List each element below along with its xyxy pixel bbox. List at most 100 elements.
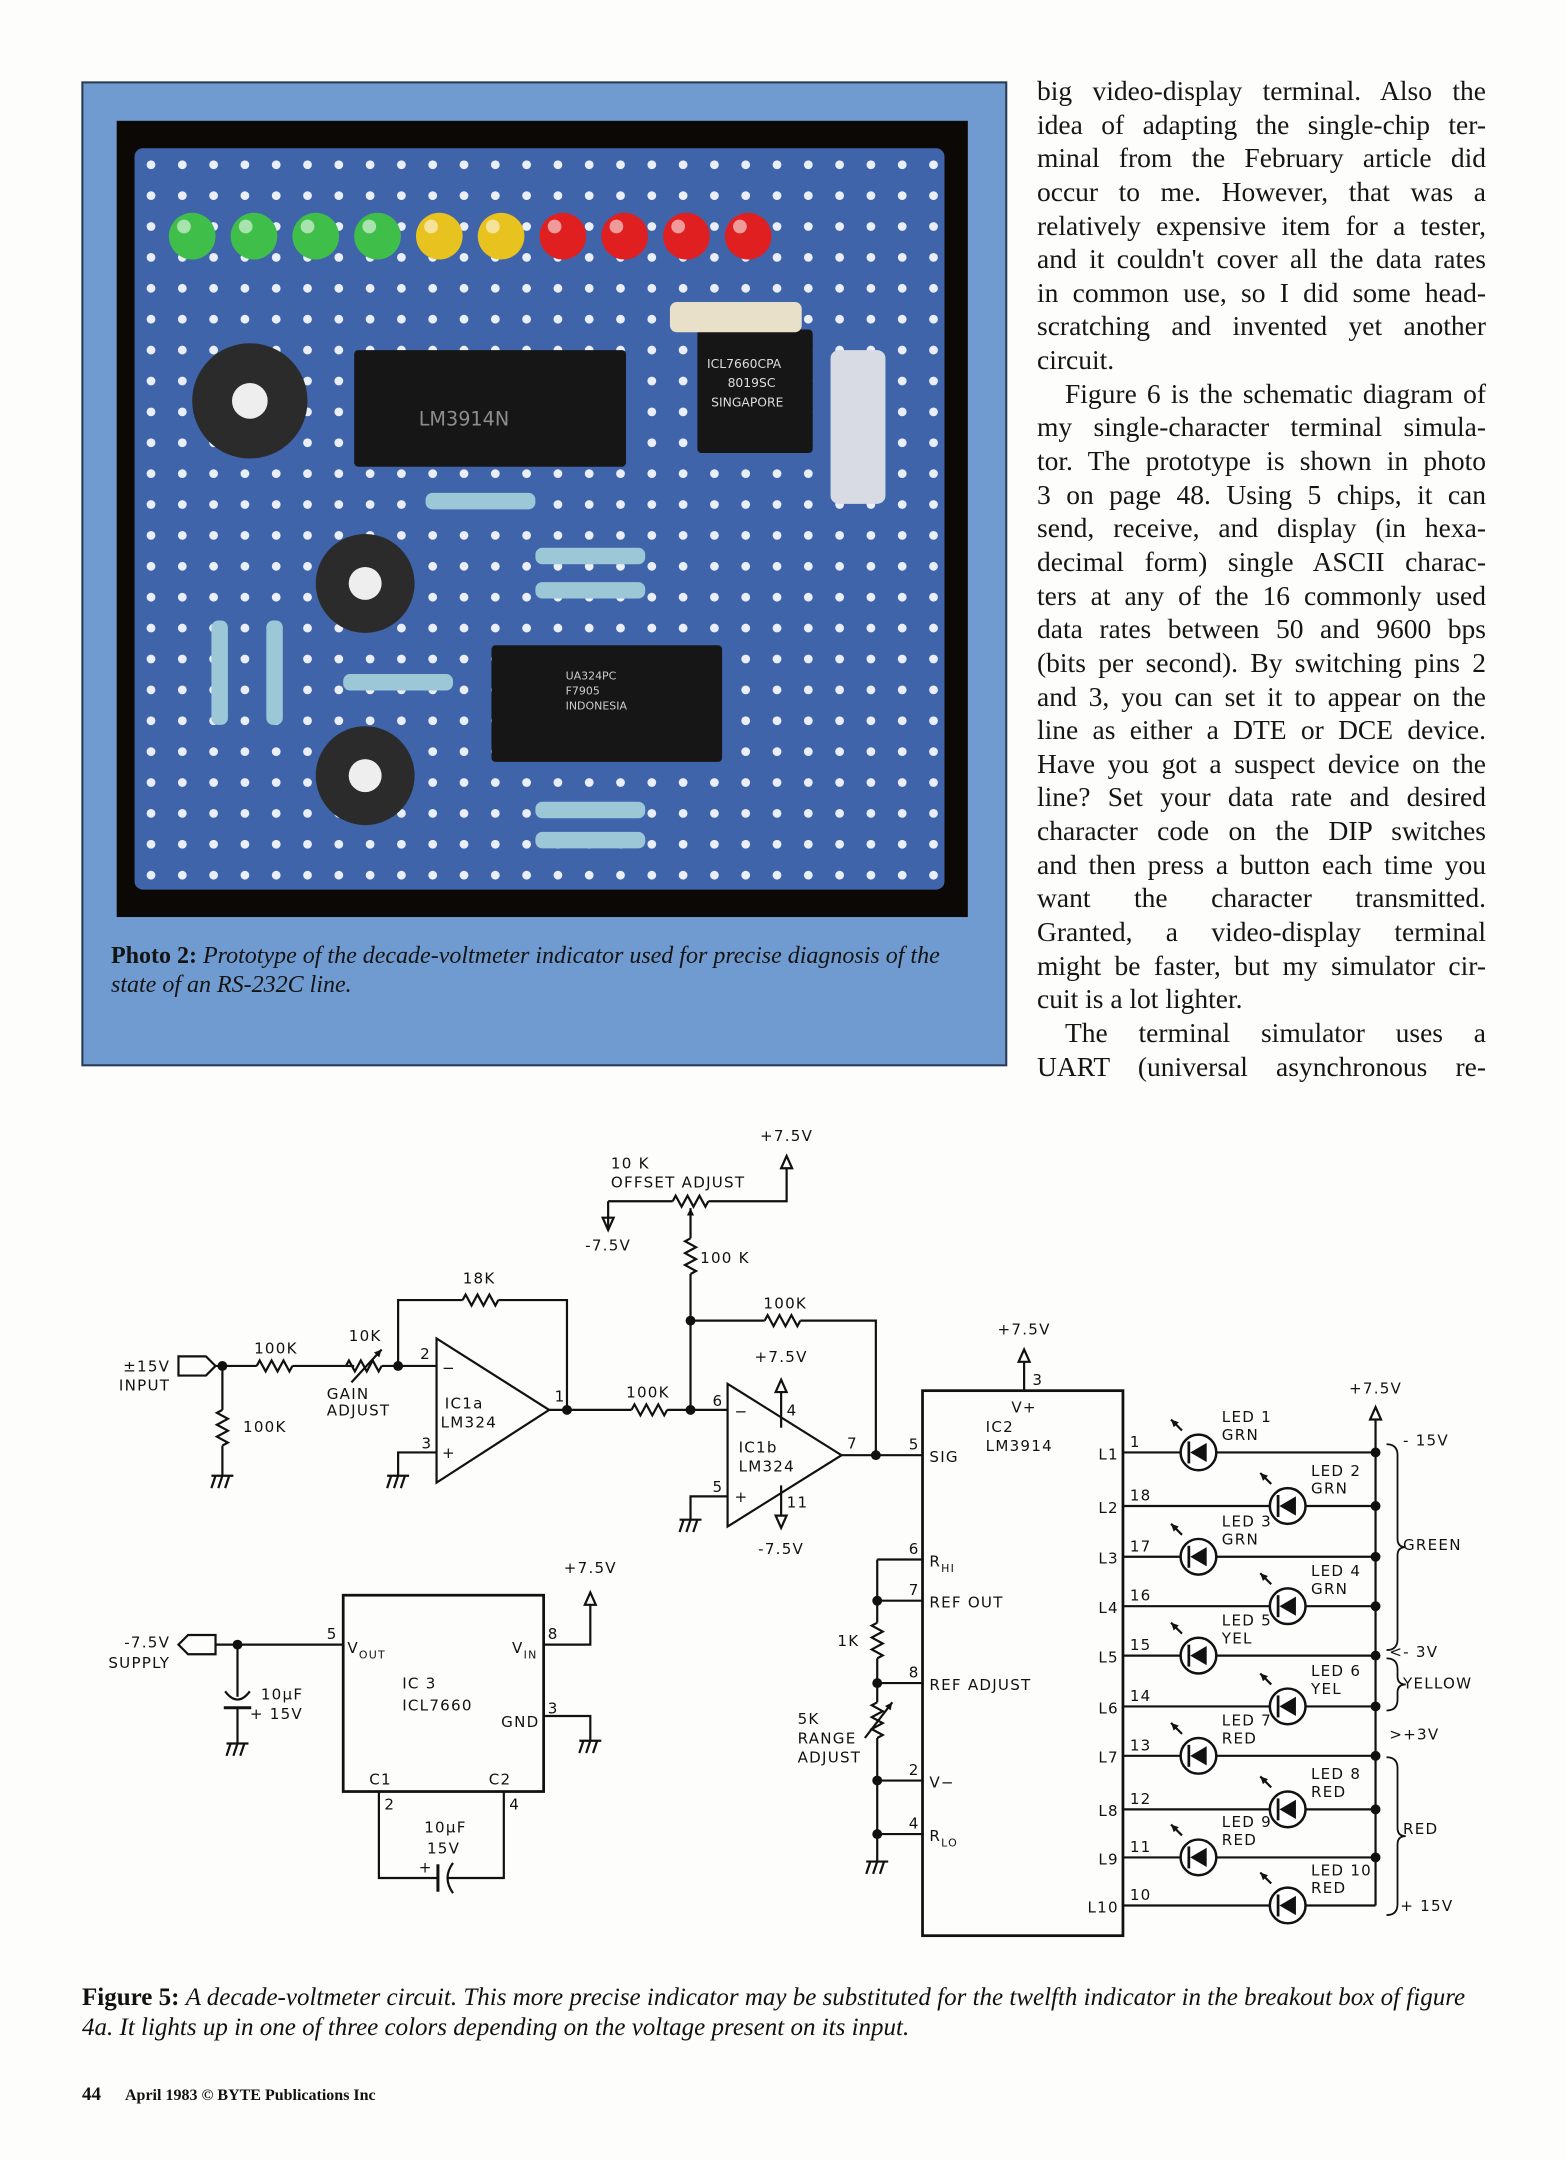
hole-dot — [866, 160, 876, 170]
supply-label: -7.5V — [124, 1633, 170, 1651]
range-label-green: GREEN — [1403, 1536, 1462, 1554]
light-emission-arrow-head — [1171, 1419, 1179, 1428]
brace-green — [1386, 1443, 1406, 1652]
hole-dot — [365, 716, 375, 726]
ic2-supply-label: +7.5V — [998, 1320, 1051, 1338]
hole-dot — [835, 839, 845, 849]
hole-dot — [365, 314, 375, 324]
hole-dot — [146, 191, 156, 201]
hole-dot — [553, 160, 563, 170]
hole-dot — [271, 191, 281, 201]
hole-dot — [490, 314, 500, 324]
hole-dot — [271, 500, 281, 509]
hole-dot — [772, 469, 782, 479]
article-line: scratching and invented yet another — [1037, 310, 1486, 342]
hole-dot — [929, 438, 938, 448]
ic1b-vneg-label: -7.5V — [758, 1540, 804, 1558]
hole-dot — [929, 407, 938, 417]
ic1b-part: LM324 — [739, 1458, 795, 1476]
hole-dot — [803, 747, 813, 757]
hole-dot — [209, 531, 219, 540]
ic1a-plus: + — [442, 1444, 456, 1462]
hole-dot — [866, 222, 876, 231]
hole-dot — [490, 160, 500, 170]
wire — [447, 1791, 505, 1880]
hole-dot — [303, 839, 312, 849]
hole-dot — [584, 500, 594, 509]
hole-dot — [647, 222, 657, 231]
hole-dot — [772, 747, 782, 757]
diode-triangle — [1190, 1547, 1207, 1567]
light-emission-arrow-head — [1171, 1622, 1179, 1631]
ic2-pin-label-sub: LO — [941, 1836, 958, 1849]
photo-led-glint — [485, 219, 500, 234]
hole-dot — [303, 870, 312, 880]
figure-caption-text: A decade-voltmeter circuit. This more pr… — [82, 1984, 1466, 2041]
hole-dot — [803, 191, 813, 201]
hole-dot — [866, 747, 876, 757]
supply-cap-label: 10μF — [261, 1686, 303, 1704]
hole-dot — [397, 716, 406, 726]
hole-dot — [209, 160, 219, 170]
hole-dot — [835, 314, 845, 324]
hole-dot — [271, 778, 281, 787]
hole-dot — [616, 870, 625, 880]
hole-dot — [334, 407, 344, 417]
hole-dot — [177, 345, 187, 355]
hole-dot — [334, 191, 344, 201]
article-line: decimal form) single ASCII charac- — [1037, 545, 1486, 577]
hole-dot — [146, 561, 156, 571]
ic3-vin: VIN — [512, 1639, 537, 1661]
hole-dot — [334, 376, 344, 386]
article-line: Have you got a suspect device on the — [1037, 747, 1486, 779]
hole-dot — [803, 314, 813, 324]
figure-caption-label: Figure 5: — [82, 1984, 180, 2011]
article-line: occur to me. However, that was a — [1037, 175, 1486, 207]
hole-dot — [459, 222, 469, 231]
hole-dot — [303, 500, 312, 509]
hole-dot — [177, 654, 187, 664]
photo-led-glint — [609, 219, 624, 234]
hole-dot — [929, 222, 938, 231]
photo-caption-text: Prototype of the decade-voltmeter indica… — [111, 943, 940, 998]
hole-dot — [897, 253, 907, 262]
hole-dot — [365, 654, 375, 664]
hole-dot — [929, 778, 938, 787]
hole-dot — [647, 160, 657, 170]
hole-dot — [710, 809, 719, 818]
ic2-pin: 3 — [1032, 1371, 1043, 1389]
hole-dot — [678, 809, 688, 818]
hole-dot — [772, 870, 782, 880]
photo-led-glint — [733, 219, 747, 234]
hole-dot — [240, 469, 250, 479]
hole-dot — [772, 809, 782, 818]
junction-dot — [872, 1775, 883, 1786]
article-line: data rates between 50 and 9600 bps — [1037, 613, 1486, 645]
ic3-c1: C1 — [369, 1771, 392, 1789]
hole-dot — [678, 839, 688, 849]
hole-dot — [240, 870, 250, 880]
junction-dot — [872, 1595, 883, 1606]
hole-dot — [772, 160, 782, 170]
hole-dot — [397, 500, 406, 509]
opamp-ic1a — [435, 1336, 552, 1485]
ic2-output-pin: 14 — [1130, 1687, 1152, 1705]
article-line: ters at any of the 16 commonly used — [1037, 579, 1486, 611]
led-name: LED 4 — [1311, 1562, 1361, 1580]
hole-dot — [522, 469, 532, 479]
supply-label: SUPPLY — [108, 1654, 170, 1672]
hole-dot — [897, 561, 907, 571]
led-name: LED 7 — [1222, 1712, 1272, 1730]
hole-dot — [522, 623, 532, 633]
photo-trimpot — [315, 726, 415, 826]
supply-up-arrow-icon — [773, 1376, 789, 1394]
led-color: GRN — [1222, 1426, 1259, 1444]
hole-dot — [334, 345, 344, 355]
hole-dot — [741, 654, 751, 664]
supply-cap-label: + 15V — [250, 1705, 303, 1723]
ic2-output-pin: 10 — [1130, 1886, 1152, 1904]
article-line: minal from the February article did — [1037, 142, 1486, 174]
offset-supply-label: +7.5V — [760, 1127, 813, 1145]
hole-dot — [428, 469, 438, 479]
wire — [397, 1451, 437, 1476]
